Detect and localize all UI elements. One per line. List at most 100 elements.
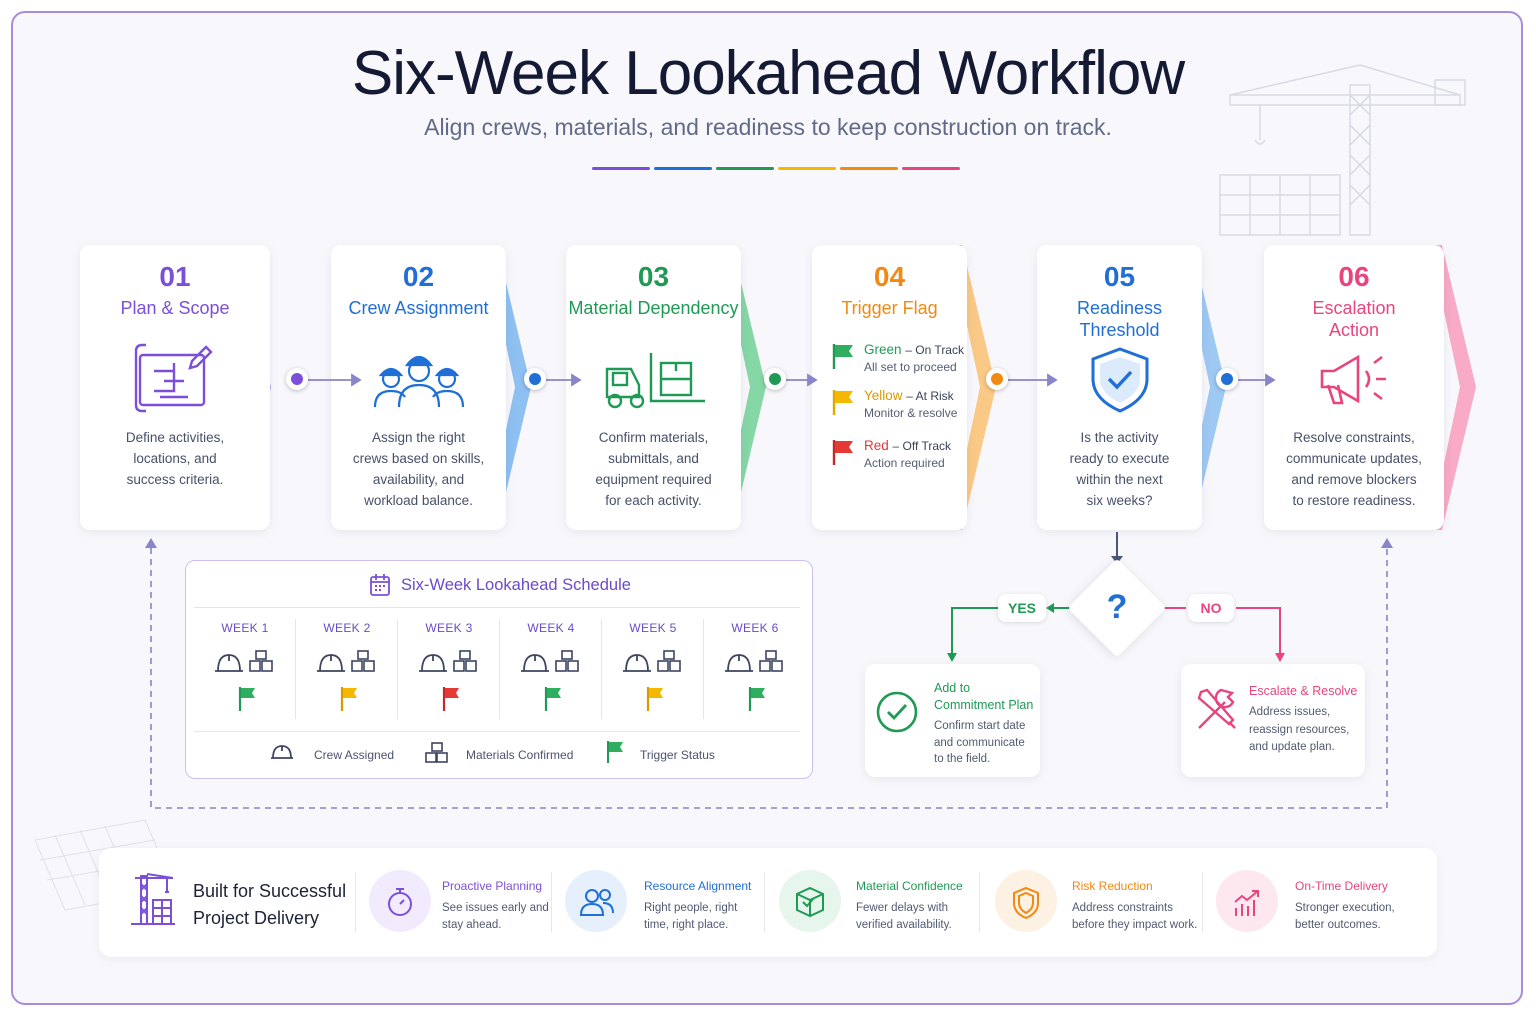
week-status-icons (521, 650, 579, 711)
stopwatch-icon (388, 888, 412, 916)
green-flag-icon (607, 741, 623, 763)
week-label: WEEK 5 (629, 621, 677, 635)
step-card-04: 04 Trigger Flag (812, 245, 967, 530)
flag-label: Yellow (864, 388, 903, 403)
step-number: 05 (1103, 261, 1136, 292)
step-03-chevron (720, 245, 766, 530)
flag-label: Green (864, 342, 902, 357)
connector-dot-3 (764, 368, 786, 390)
yellow-flag-icon (646, 687, 663, 711)
step-number: 03 (637, 261, 670, 292)
megaphone-icon (1264, 349, 1444, 416)
yes-label: YES (998, 594, 1046, 622)
accent-bar-orange (840, 167, 898, 170)
week-status-icons (419, 650, 477, 711)
schedule-week-column: WEEK 6 (704, 561, 806, 731)
benefit-title: Material Confidence (856, 879, 963, 893)
boxes-icon (453, 650, 477, 672)
decision-symbol: ? (1106, 588, 1128, 626)
connector-dot-5 (1216, 368, 1238, 390)
boxes-icon (249, 650, 273, 672)
benefit-title: On-Time Delivery (1295, 879, 1388, 893)
boxes-icon (555, 650, 579, 672)
people-icon (579, 889, 614, 916)
step-description: Confirm materials, submittals, and equip… (595, 430, 712, 508)
accent-bar-blue (654, 167, 712, 170)
crane-icon (131, 873, 175, 925)
step-06-chevron (1430, 245, 1476, 530)
schedule-week-column: WEEK 4 (500, 561, 602, 731)
commitment-plan-box: Add to Commitment Plan Confirm start dat… (865, 664, 1040, 777)
week-label: WEEK 4 (527, 621, 575, 635)
tools-icon (1197, 688, 1236, 729)
flag-label: Red (864, 438, 889, 453)
flag-subtext: Action required (864, 456, 945, 470)
step-title: Escalation Action (1312, 298, 1396, 340)
week-status-icons (725, 650, 783, 711)
step-card-01: 01 Plan & Scope Define activities, locat… (80, 245, 270, 530)
schedule-week-column: WEEK 5 (602, 561, 704, 731)
green-flag-icon (832, 344, 853, 369)
step-number: 04 (873, 261, 906, 292)
step-02-chevron (485, 245, 531, 530)
benefit-description: Stronger execution, better outcomes. (1295, 902, 1395, 931)
chart-up-icon (1234, 890, 1259, 916)
benefit-description: Address constraints before they impact w… (1072, 902, 1198, 931)
schedule-week-column: WEEK 1 (194, 561, 296, 731)
boxes-icon (351, 650, 375, 672)
accent-bar-pink (902, 167, 960, 170)
legend-materials: Materials Confirmed (424, 741, 573, 770)
accent-bar-purple (592, 167, 650, 170)
flag-subtext: All set to proceed (864, 360, 957, 374)
step-title: Trigger Flag (841, 298, 938, 318)
benefit-title: Proactive Planning (442, 879, 543, 893)
week-label: WEEK 6 (731, 621, 779, 635)
flag-status: – Off Track (892, 439, 951, 453)
forklift-icon (566, 341, 741, 418)
step-card-05: 05 Readiness Threshold Is the activity r… (1037, 245, 1202, 530)
page-title: Six-Week Lookahead Workflow (351, 39, 1185, 108)
benefit-description: Fewer delays with verified availability. (856, 902, 952, 931)
boxes-icon (657, 650, 681, 672)
shield-icon (1013, 886, 1039, 920)
calendar-icon (370, 574, 390, 596)
hardhat-icon (725, 654, 753, 672)
hardhat-icon (419, 654, 447, 672)
escalate-resolve-box: Escalate & Resolve Address issues, reass… (1181, 664, 1365, 777)
step-description: Define activities, locations, and succes… (125, 430, 225, 487)
step-card-03: 03 Material Dependency Confirm materials… (566, 245, 741, 530)
hardhat-icon (623, 654, 651, 672)
crane-background-icon (1219, 64, 1466, 236)
week-label: WEEK 1 (221, 621, 269, 635)
legend-label: Materials Confirmed (466, 748, 574, 762)
hardhat-icon (215, 654, 243, 672)
schedule-title: Six-Week Lookahead Schedule (401, 576, 631, 594)
red-flag-icon (442, 687, 459, 711)
benefit-title: Resource Alignment (644, 879, 752, 893)
page-subtitle: Align crews, materials, and readiness to… (424, 114, 1112, 140)
week-status-icons (215, 650, 273, 711)
step-05-chevron (1180, 245, 1226, 530)
connector-dot-2 (524, 368, 546, 390)
hardhat-icon (271, 745, 293, 759)
check-circle-icon (876, 691, 918, 733)
shield-check-icon (1037, 345, 1202, 420)
boxes-icon (425, 742, 448, 763)
connector-dot-4 (986, 368, 1008, 390)
step-description: Is the activity ready to execute within … (1069, 430, 1170, 508)
step-description: Assign the right crews based on skills, … (352, 430, 485, 508)
legend-label: Trigger Status (640, 748, 715, 762)
week-label: WEEK 3 (425, 621, 473, 635)
green-flag-icon (544, 687, 561, 711)
benefit-description: See issues early and stay ahead. (442, 902, 549, 931)
red-flag-icon (832, 440, 853, 465)
step-card-02: 02 Crew Assignment Assign the right crew… (331, 245, 506, 530)
flag-status: – At Risk (906, 389, 954, 403)
escalate-description: Address issues, reassign resources, and … (1249, 706, 1350, 753)
benefits-title: Built for Successful Project Delivery (193, 881, 347, 928)
flag-status: – On Track (905, 343, 964, 357)
commitment-description: Confirm start date and communicate to th… (934, 720, 1026, 765)
yellow-flag-icon (340, 687, 357, 711)
no-label: NO (1188, 594, 1234, 622)
